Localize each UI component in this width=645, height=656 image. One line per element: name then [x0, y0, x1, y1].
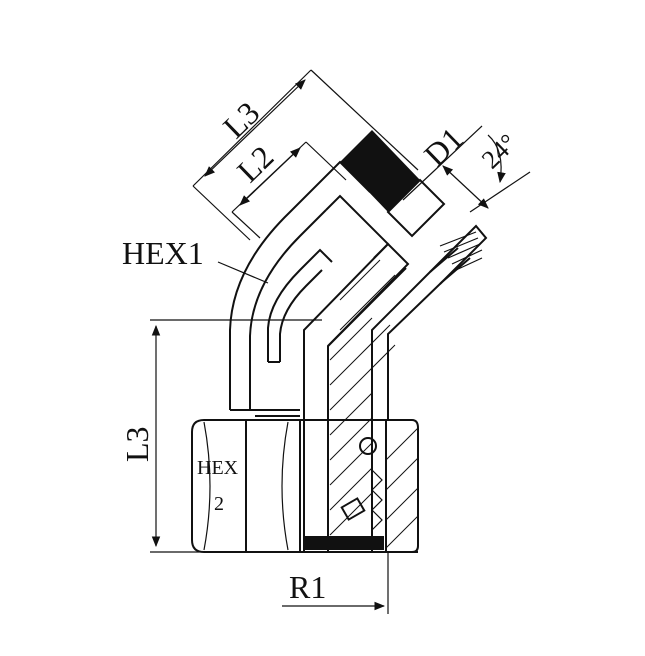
labels: L3 L2 D1 24° HEX1 L3 HEX 2 R1	[119, 94, 522, 605]
label-r1: R1	[289, 569, 326, 605]
label-hex2-line2: 2	[214, 493, 224, 515]
label-hex1: HEX1	[122, 235, 204, 271]
section-hatch	[329, 259, 419, 549]
thread-detail	[429, 224, 488, 285]
label-angle: 24°	[476, 128, 522, 174]
label-l3-left: L3	[119, 426, 155, 462]
label-d1: D1	[417, 120, 470, 173]
label-l2: L2	[230, 138, 281, 189]
dark-thread-band	[325, 130, 446, 259]
label-l3-top: L3	[216, 94, 267, 145]
label-hex2-line1: HEX	[197, 457, 239, 479]
fitting-body	[191, 130, 488, 553]
